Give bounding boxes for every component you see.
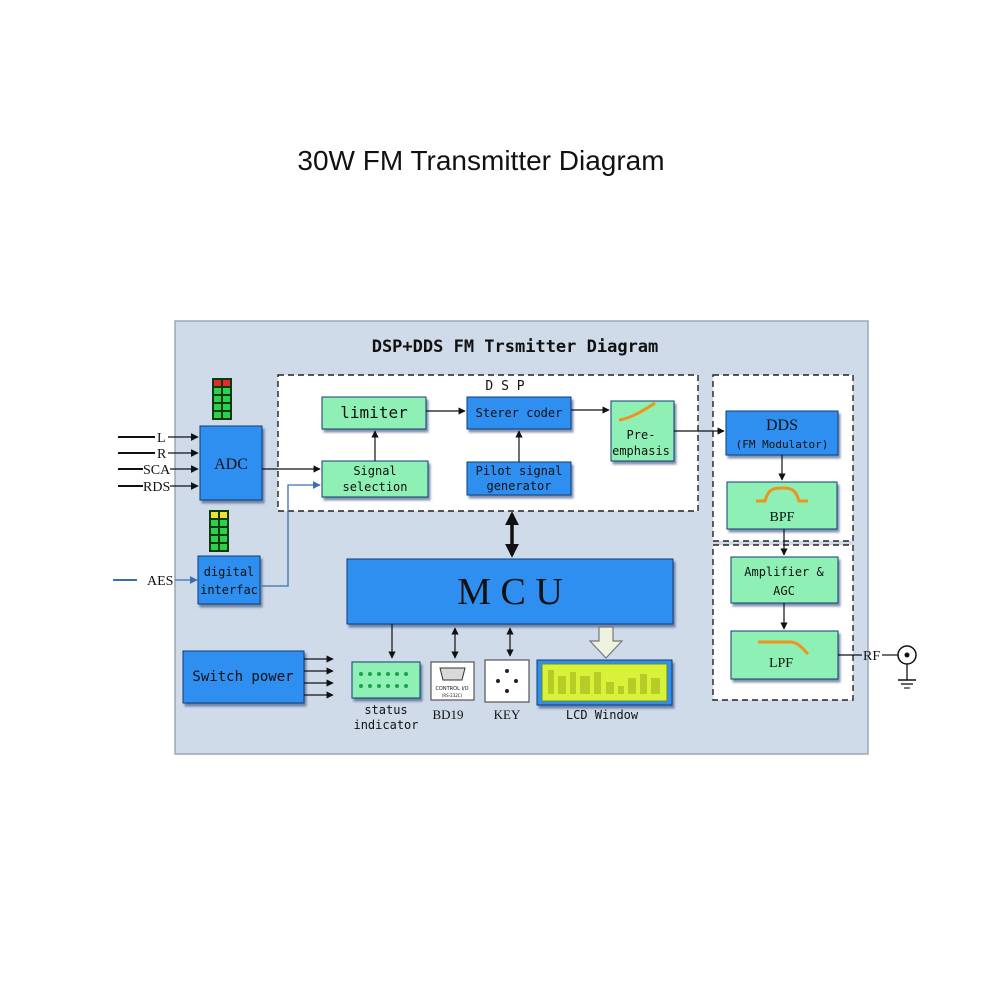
input-rds-label: RDS <box>143 480 170 495</box>
bandpass-curve-icon <box>756 486 808 503</box>
input-aes-label: AES <box>147 574 173 589</box>
digital-interface-label-2: interfac <box>200 583 258 597</box>
status-indicator-label-2: indicator <box>353 718 418 732</box>
analog-inputs: L R SCA RDS <box>118 431 199 495</box>
stereo-coder-label: Sterer coder <box>476 406 563 420</box>
limiter-block <box>321 396 427 430</box>
aes-to-selection-connector <box>260 481 321 587</box>
lpf-label: LPF <box>769 656 793 671</box>
lcd-glyphs-icon <box>548 670 660 694</box>
db9-connector-icon <box>439 667 466 681</box>
bpf-block <box>726 481 838 530</box>
status-indicator-block <box>351 661 421 699</box>
control-io-label-1: CONTROL I/O <box>435 686 468 692</box>
lcd-data-arrow-icon <box>588 626 624 659</box>
pre-emphasis-curve-icon <box>618 401 656 422</box>
control-io-label-2: (RS-232C) <box>442 693 463 698</box>
signal-selection-label-2: selection <box>342 480 407 494</box>
diagram-title: DSP+DDS FM Trsmitter Diagram <box>372 337 659 357</box>
bpf-label: BPF <box>770 510 795 525</box>
amplifier-agc-block <box>730 556 839 604</box>
pre-emphasis-label-1: Pre- <box>627 428 656 442</box>
vu-meter-icon <box>209 510 229 552</box>
dds-sub-label: (FM Modulator) <box>736 438 829 451</box>
led-array-icon <box>359 672 408 688</box>
stereo-coder-block <box>466 396 572 430</box>
page-title: 30W FM Transmitter Diagram <box>297 145 665 176</box>
digital-interface-block <box>197 555 261 605</box>
switch-power-block <box>182 650 305 704</box>
amplifier-label-1: Amplifier & <box>744 565 824 579</box>
pilot-generator-label-2: generator <box>486 479 551 493</box>
adc-block <box>199 425 263 501</box>
signal-selection-block <box>321 460 429 498</box>
status-indicator-label-1: status <box>364 703 407 717</box>
lcd-window-label: LCD Window <box>566 708 639 722</box>
signal-connectors <box>262 406 788 699</box>
dds-block <box>725 410 839 456</box>
limiter-label: limiter <box>340 403 408 422</box>
dds-label: DDS <box>766 417 798 434</box>
signal-selection-label-1: Signal <box>353 464 396 478</box>
digital-interface-label-1: digital <box>204 565 255 579</box>
antenna-connector-icon <box>897 645 917 689</box>
input-sca-label: SCA <box>143 463 171 478</box>
lpf-block <box>730 630 839 680</box>
vu-meter-icon <box>212 378 232 420</box>
pilot-generator-block <box>466 461 572 496</box>
mcu-block <box>346 558 674 625</box>
adc-label: ADC <box>214 456 248 473</box>
input-r-label: R <box>157 447 167 462</box>
keypad-icon <box>496 669 518 693</box>
lowpass-curve-icon <box>758 640 810 656</box>
rf-output-label: RF <box>863 649 880 664</box>
pilot-generator-label-1: Pilot signal <box>476 464 563 478</box>
key-pad <box>484 659 530 703</box>
key-label: KEY <box>494 707 521 722</box>
input-l-label: L <box>157 431 166 446</box>
dsp-label: D S P <box>485 379 524 394</box>
pre-emphasis-label-2: emphasis <box>612 444 670 458</box>
amplifier-label-2: AGC <box>773 584 795 598</box>
mcu-label: M C U <box>457 571 563 613</box>
switch-power-label: Switch power <box>192 669 293 685</box>
bd19-label: BD19 <box>432 707 463 722</box>
